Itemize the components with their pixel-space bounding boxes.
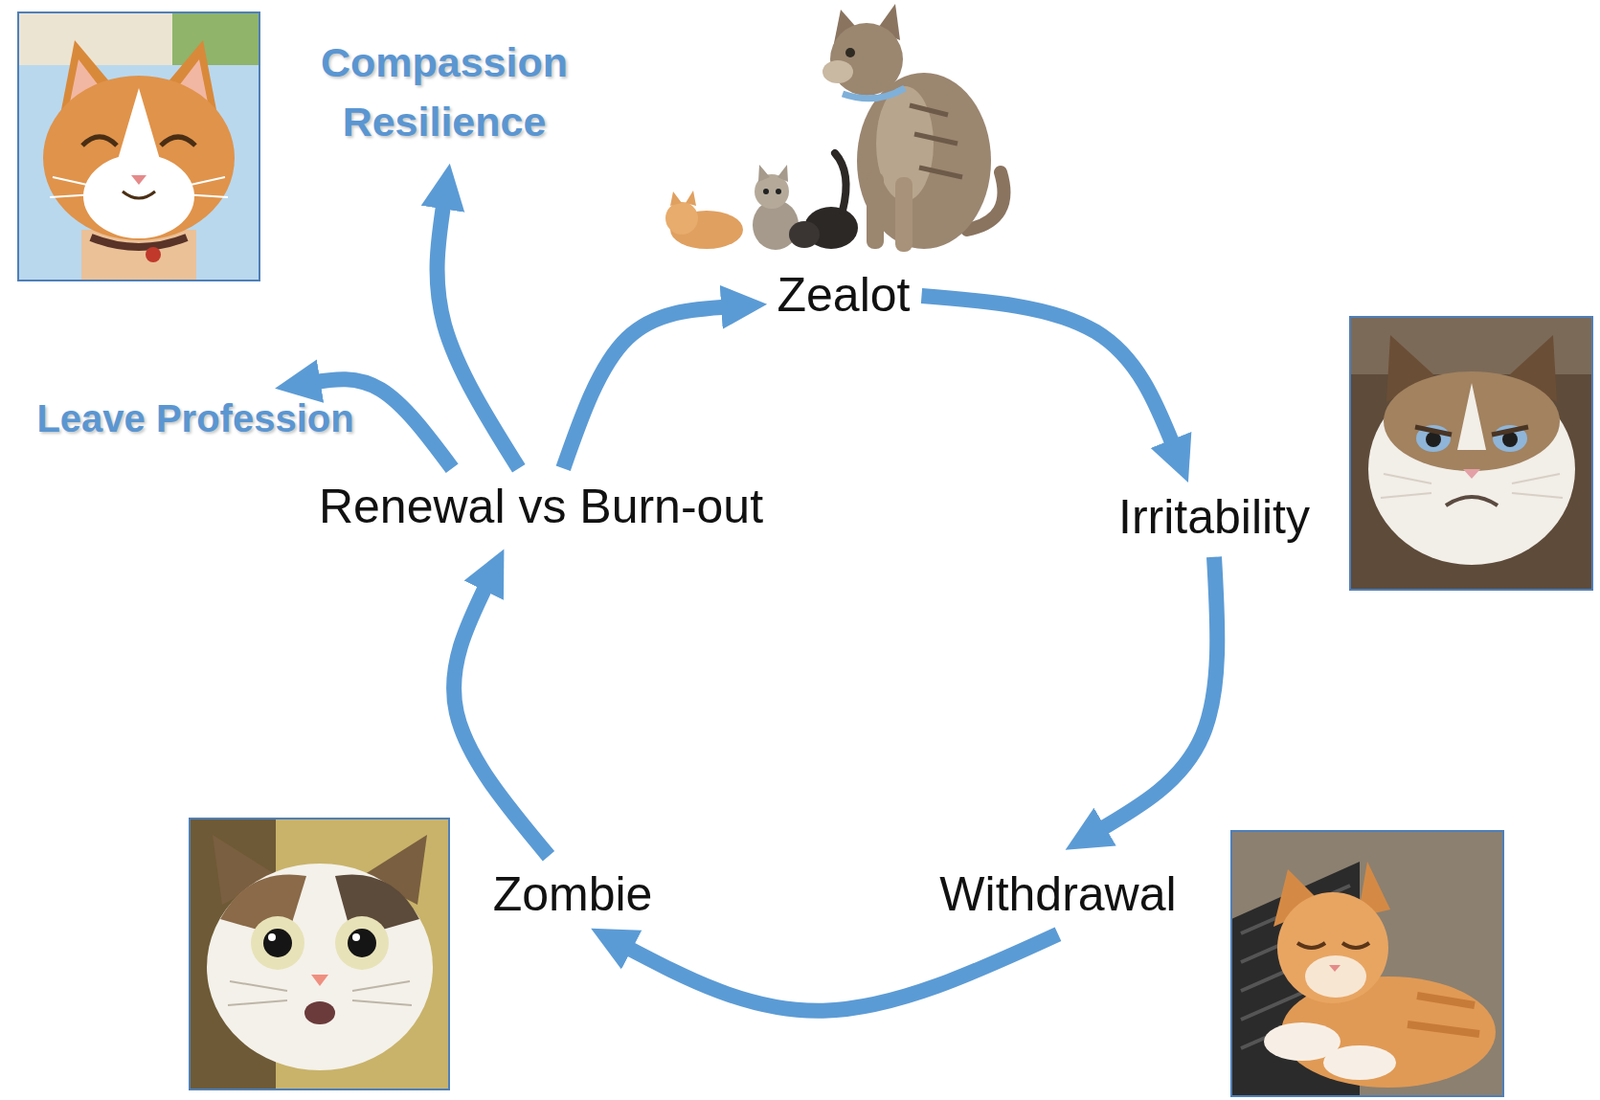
label-text: Zealot: [777, 268, 911, 324]
cycle-arrow: [623, 934, 1059, 1012]
sleeping-kitten-photo: [1231, 831, 1504, 1097]
mother-cat-with-kittens: [665, 3, 1004, 252]
shocked-cat-photo: [189, 818, 450, 1090]
grumpy-cat-photo: [1350, 316, 1593, 590]
label-text: Withdrawal: [939, 867, 1176, 924]
cycle-arrow: [921, 295, 1174, 450]
label-text: Compassion Resilience: [320, 32, 568, 153]
label-text: Irritability: [1118, 490, 1310, 546]
outcome-label: Compassion Resilience: [320, 32, 568, 153]
stage-label: Zealot: [777, 268, 911, 324]
cycle-arrow: [453, 582, 549, 857]
label-text: Renewal vs Burn-out: [318, 479, 764, 536]
cycle-arrow: [1096, 557, 1217, 833]
cycle-arrow: [437, 199, 519, 469]
outcome-label: Leave Profession: [36, 390, 354, 447]
stage-label: Irritability: [1118, 490, 1310, 546]
label-text: Zombie: [493, 867, 654, 924]
label-text: Leave Profession: [36, 390, 354, 447]
stage-label: Zombie: [493, 867, 654, 924]
stage-label: Renewal vs Burn-out: [318, 479, 764, 536]
stage-label: Withdrawal: [939, 867, 1176, 924]
cycle-arrow: [563, 306, 731, 469]
smiling-cat-photo: [18, 12, 260, 281]
